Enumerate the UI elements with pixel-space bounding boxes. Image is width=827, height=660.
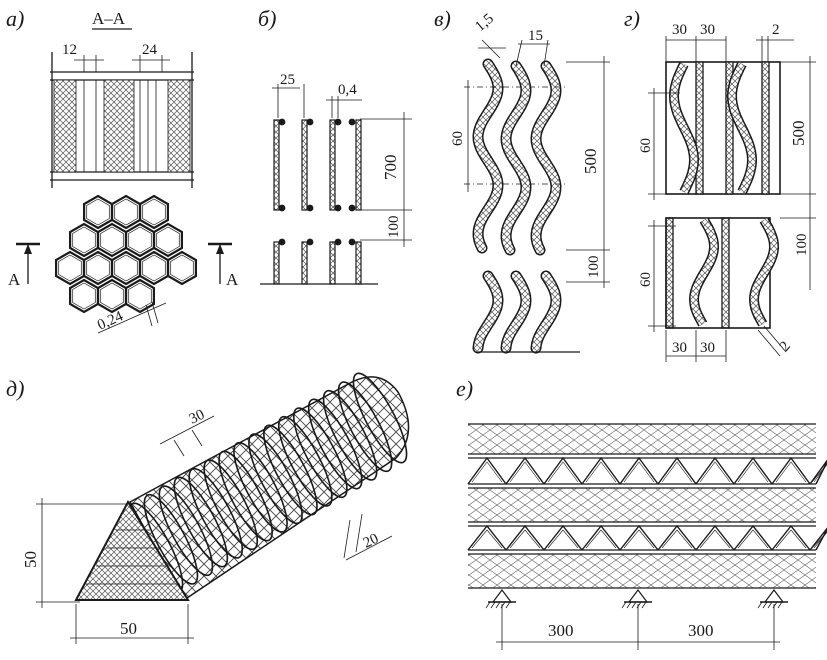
honeycomb-plan <box>55 194 197 314</box>
dim-top-30-b: 30 <box>700 22 715 38</box>
cut-mark-left: А <box>8 242 40 289</box>
panel-a-label: а) <box>6 6 24 31</box>
dim-span-300-2: 300 <box>688 621 714 640</box>
dim-60-g-bottom: 60 <box>638 272 654 287</box>
dim-top-30-a: 30 <box>672 22 687 38</box>
panel-v-label: в) <box>434 6 451 31</box>
dim-20-wire: 20 <box>361 531 381 552</box>
dim-100-v: 100 <box>586 256 602 279</box>
dim-100-b: 100 <box>386 216 402 239</box>
cut-label-right: А <box>226 270 239 289</box>
panel-e: е) 300 300 <box>456 376 827 650</box>
dim-12: 12 <box>62 42 77 58</box>
dim-24: 24 <box>142 42 158 58</box>
dim-500-v: 500 <box>581 149 600 175</box>
combined-sheets <box>665 61 781 329</box>
dim-bot-30-a: 30 <box>672 340 687 356</box>
panel-g: г) 30 30 2 60 500 100 60 30 30 2 <box>624 6 816 362</box>
panel-d: д) 50 50 30 20 <box>6 372 410 644</box>
panel-b-label: б) <box>258 6 276 31</box>
panel-a: а) А–А 12 24 <box>6 6 239 334</box>
dim-bot-30-b: 30 <box>700 340 715 356</box>
triangular-truss-rows <box>467 456 827 551</box>
dim-100-g: 100 <box>794 234 810 257</box>
section-a-a-title: А–А <box>92 9 126 28</box>
layered-truss-block <box>467 423 827 589</box>
flat-plates <box>273 118 362 285</box>
spiral-turns <box>128 372 408 594</box>
dim-span-300-1: 300 <box>548 621 574 640</box>
dim-1-5: 1,5 <box>472 11 497 35</box>
pin-supports <box>485 589 788 609</box>
cut-mark-right: А <box>208 242 239 289</box>
cellular-block-section <box>50 52 194 188</box>
dim-bot-2: 2 <box>777 339 794 355</box>
panel-g-label: г) <box>624 6 640 31</box>
dim-700: 700 <box>381 155 400 181</box>
spiral-mesh-prism <box>74 372 410 602</box>
dim-30-pitch: 30 <box>187 407 207 428</box>
panel-b: б) 25 0,4 700 100 <box>258 6 412 285</box>
cut-label-left: А <box>8 270 21 289</box>
dim-top-2: 2 <box>772 22 780 38</box>
dim-0-4: 0,4 <box>338 82 357 98</box>
panel-e-label: е) <box>456 376 473 401</box>
panel-d-label: д) <box>6 376 24 401</box>
dim-50-width: 50 <box>120 619 137 638</box>
panel-v: в) 60 500 100 1,5 15 <box>434 6 610 354</box>
wavy-sheets <box>472 58 562 354</box>
dim-25: 25 <box>280 72 295 88</box>
dim-60-g-top: 60 <box>638 138 654 153</box>
dim-50-height: 50 <box>21 551 40 568</box>
dim-60-v: 60 <box>450 131 466 146</box>
dim-0-24: 0,24 <box>95 308 126 333</box>
dim-500-g: 500 <box>789 121 808 147</box>
dim-15: 15 <box>528 28 543 44</box>
